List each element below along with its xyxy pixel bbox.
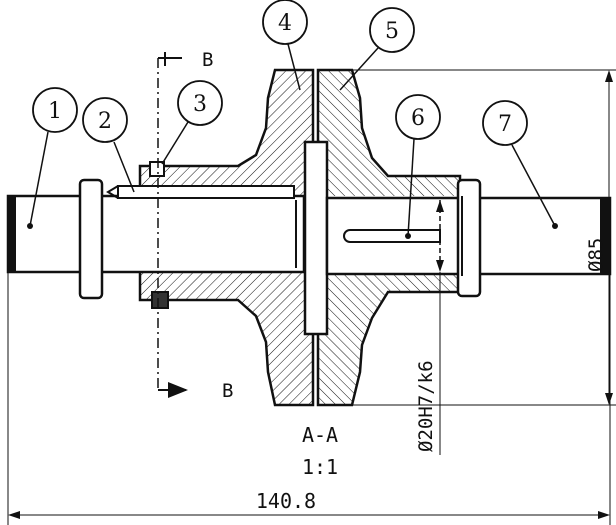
dim-fit-20 [436,200,444,455]
balloon-2: 2 [82,97,135,193]
svg-text:3: 3 [193,92,207,117]
dim-diameter-85-label: Ø85 [585,238,607,272]
svg-text:1: 1 [48,99,62,124]
part-7-shaft-right [325,178,612,298]
balloon-6: 6 [395,94,441,237]
balloon-3: 3 [161,80,223,165]
center-plate [303,140,329,336]
svg-text:5: 5 [385,19,399,44]
balloon-5: 5 [339,7,415,91]
dim-diameter-85 [352,69,616,406]
part-6-keyway [343,200,441,272]
svg-text:6: 6 [411,106,425,131]
svg-text:7: 7 [498,112,512,137]
section-line-b [157,52,188,398]
view-title: A-A [302,423,338,447]
part-3-pin [149,161,169,309]
part-1-shaft-left [6,178,306,300]
view-scale: 1:1 [302,455,338,479]
svg-text:2: 2 [98,109,112,134]
dim-length-140-8 [7,272,611,525]
balloon-1: 1 [29,87,78,227]
dim-fit-20-label: Ø20H7/k6 [415,360,437,452]
part-2-key [106,185,295,199]
dim-length-label: 140.8 [256,489,316,513]
balloon-7: 7 [482,100,556,227]
svg-text:4: 4 [278,11,292,36]
section-mark-top: B [202,49,213,71]
section-mark-bottom: B [222,380,233,402]
balloon-4: 4 [262,0,308,91]
